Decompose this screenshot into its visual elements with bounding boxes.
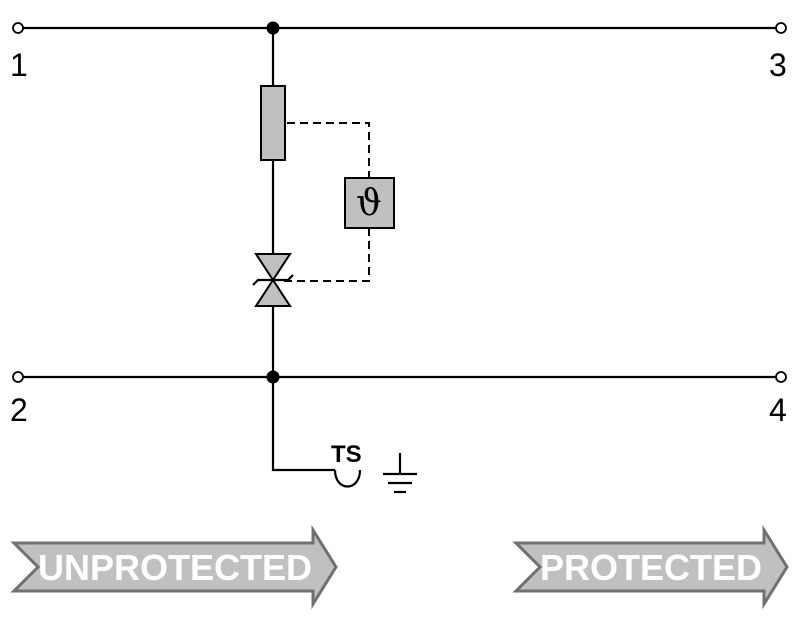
ts-label: TS	[331, 441, 362, 468]
ground-wire	[271, 377, 335, 472]
ts-contact	[333, 469, 362, 488]
tvs-diode	[252, 253, 294, 307]
unprotected-label: UNPROTECTED	[38, 547, 312, 588]
thermal-link-upper	[287, 122, 370, 178]
earth-ground-icon	[383, 453, 417, 494]
terminal-3-label: 3	[769, 47, 787, 83]
varistor	[260, 85, 286, 161]
terminal-3-circle	[775, 22, 787, 34]
thermal-link-lower	[282, 228, 370, 282]
protected-arrow: PROTECTED	[512, 524, 789, 610]
terminal-4-label: 4	[769, 392, 787, 428]
terminal-4-circle	[775, 371, 787, 383]
junction-top	[266, 21, 280, 35]
protected-label: PROTECTED	[540, 547, 762, 588]
terminal-1-label: 1	[10, 47, 28, 83]
thermal-symbol: ϑ	[356, 183, 382, 224]
unprotected-arrow: UNPROTECTED	[10, 524, 338, 610]
terminal-1-circle	[12, 22, 24, 34]
terminal-2-circle	[12, 371, 24, 383]
terminal-2-label: 2	[10, 392, 28, 428]
thermal-disconnect	[344, 177, 395, 229]
